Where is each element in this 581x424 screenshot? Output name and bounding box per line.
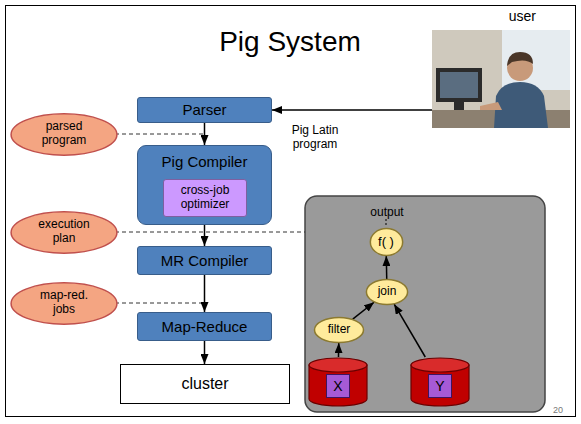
connector-arrow — [204, 225, 206, 246]
node-text: join — [378, 285, 397, 299]
node-text: Parser — [182, 101, 226, 118]
node-text: f( ) — [378, 235, 394, 250]
node-text: Pig Compiler — [162, 153, 248, 170]
connector-arrow — [353, 302, 374, 319]
operator-oval: filter — [314, 317, 364, 343]
slide-title-holder: Pig System — [150, 26, 430, 58]
data-cylinder: Y — [410, 357, 470, 407]
edge-label-holder: Pig Latin program — [282, 124, 348, 152]
process-box: Map-Reduce — [137, 312, 272, 341]
output-leader — [386, 219, 387, 226]
oval-shape — [366, 280, 407, 305]
cylinder-top — [309, 358, 367, 372]
artifact-oval: parsed program — [10, 113, 118, 156]
connector-arrow — [272, 109, 432, 111]
slide-number: 20 — [553, 405, 563, 415]
photo-monitor-stand — [454, 102, 464, 110]
artifact-oval: execution plan — [10, 211, 118, 254]
node-text: user — [509, 8, 536, 24]
photo-monitor — [436, 68, 482, 102]
node-text: execution plan — [29, 218, 99, 246]
connector-arrow — [204, 341, 206, 364]
photo-background — [432, 30, 570, 128]
node-text: map-red. jobs — [29, 289, 99, 317]
leader-line — [108, 232, 305, 233]
slide-number-holder: 20 — [548, 399, 568, 417]
oval-shape — [11, 282, 117, 323]
node-text: Y — [428, 374, 452, 398]
connector-arrow — [204, 123, 206, 145]
plan-panel — [305, 196, 545, 412]
data-cylinder: X — [308, 357, 368, 407]
oval-shape — [11, 211, 117, 252]
node-text: X — [326, 374, 350, 398]
node-text: parsed program — [29, 120, 99, 148]
photo-person-arm — [480, 102, 502, 110]
connector-arrow — [394, 304, 425, 357]
cylinder-top — [411, 358, 469, 372]
slide-frame — [6, 6, 576, 417]
user-figure: user — [432, 8, 572, 128]
edge-label: Pig Latin program — [282, 124, 348, 152]
process-box: Pig Compiler cross-job optimizer — [137, 145, 272, 225]
photo-screen — [440, 72, 478, 98]
process-box: Parser — [137, 97, 272, 123]
oval-shape — [370, 229, 402, 256]
oval-shape — [11, 113, 117, 154]
node-text: filter — [328, 323, 351, 337]
connector-arrow — [204, 275, 206, 312]
connector-arrow — [338, 343, 340, 357]
connector-arrow — [386, 256, 388, 279]
node-text: Map-Reduce — [162, 318, 248, 335]
oval-shape — [315, 318, 364, 343]
leader-line — [108, 134, 203, 135]
leader-line — [108, 303, 203, 304]
operator-oval: join — [366, 279, 408, 305]
output-label-holder: output — [366, 202, 408, 220]
user-photo — [432, 30, 570, 128]
artifact-oval: map-red. jobs — [10, 282, 118, 325]
process-box: MR Compiler — [137, 246, 272, 275]
optimizer-box: cross-job optimizer — [163, 179, 247, 217]
node-text: MR Compiler — [161, 252, 249, 269]
photo-person-hair — [507, 52, 533, 66]
photo-person-body — [494, 82, 548, 128]
output-label: output — [370, 205, 403, 219]
cluster-box: cluster — [120, 364, 290, 404]
operator-oval: f( ) — [370, 228, 403, 256]
node-text: cross-job optimizer — [168, 184, 242, 212]
photo-window — [502, 30, 570, 90]
node-text: cluster — [181, 375, 228, 393]
slide-title: Pig System — [219, 26, 361, 57]
